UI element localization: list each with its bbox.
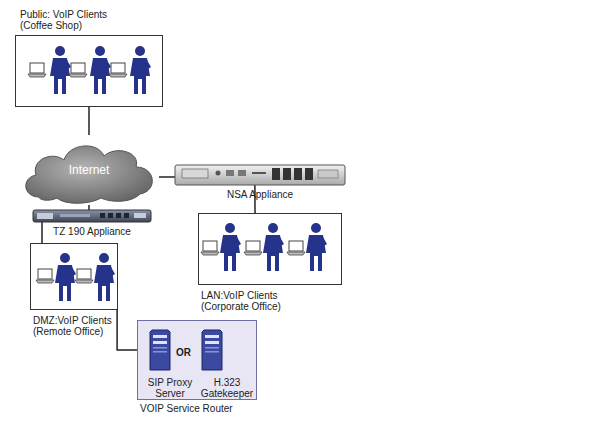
node-label: Internet: [19, 163, 159, 177]
server-node: H.323 Gatekeeper: [196, 327, 258, 399]
network-link: [41, 222, 43, 243]
node-label: DMZ:VoIP Clients (Remote Office): [33, 315, 129, 337]
firewall-appliance: TZ 190 Appliance: [33, 210, 151, 222]
firewall-appliance: NSA Appliance: [175, 165, 345, 185]
node-label: LAN:VoIP Clients (Corporate Office): [201, 290, 305, 312]
client-group-box: DMZ:VoIP Clients (Remote Office): [30, 243, 118, 310]
node-label: Public: VoIP Clients (Coffee Shop): [20, 9, 132, 31]
client-group-box: LAN:VoIP Clients (Corporate Office): [198, 213, 342, 285]
network-link: [88, 205, 90, 210]
network-link: [159, 176, 175, 178]
node-label: H.323 Gatekeeper: [196, 377, 258, 399]
note-label: OR: [176, 347, 191, 358]
router-box: VOIP Service RouterSIP Proxy ServerH.323…: [137, 320, 257, 400]
internet-cloud: Internet: [19, 135, 159, 205]
node-label: NSA Appliance: [145, 189, 375, 200]
nsa-device: [175, 165, 345, 185]
node-label: TZ 190 Appliance: [3, 226, 181, 237]
server-node: SIP Proxy Server: [144, 327, 196, 399]
network-link: [117, 310, 137, 350]
network-link: [88, 107, 90, 135]
tz-device: [33, 210, 151, 222]
client-group-box: Public: VoIP Clients (Coffee Shop): [15, 35, 163, 107]
node-label: SIP Proxy Server: [144, 377, 196, 399]
node-label: VOIP Service Router: [140, 403, 233, 414]
